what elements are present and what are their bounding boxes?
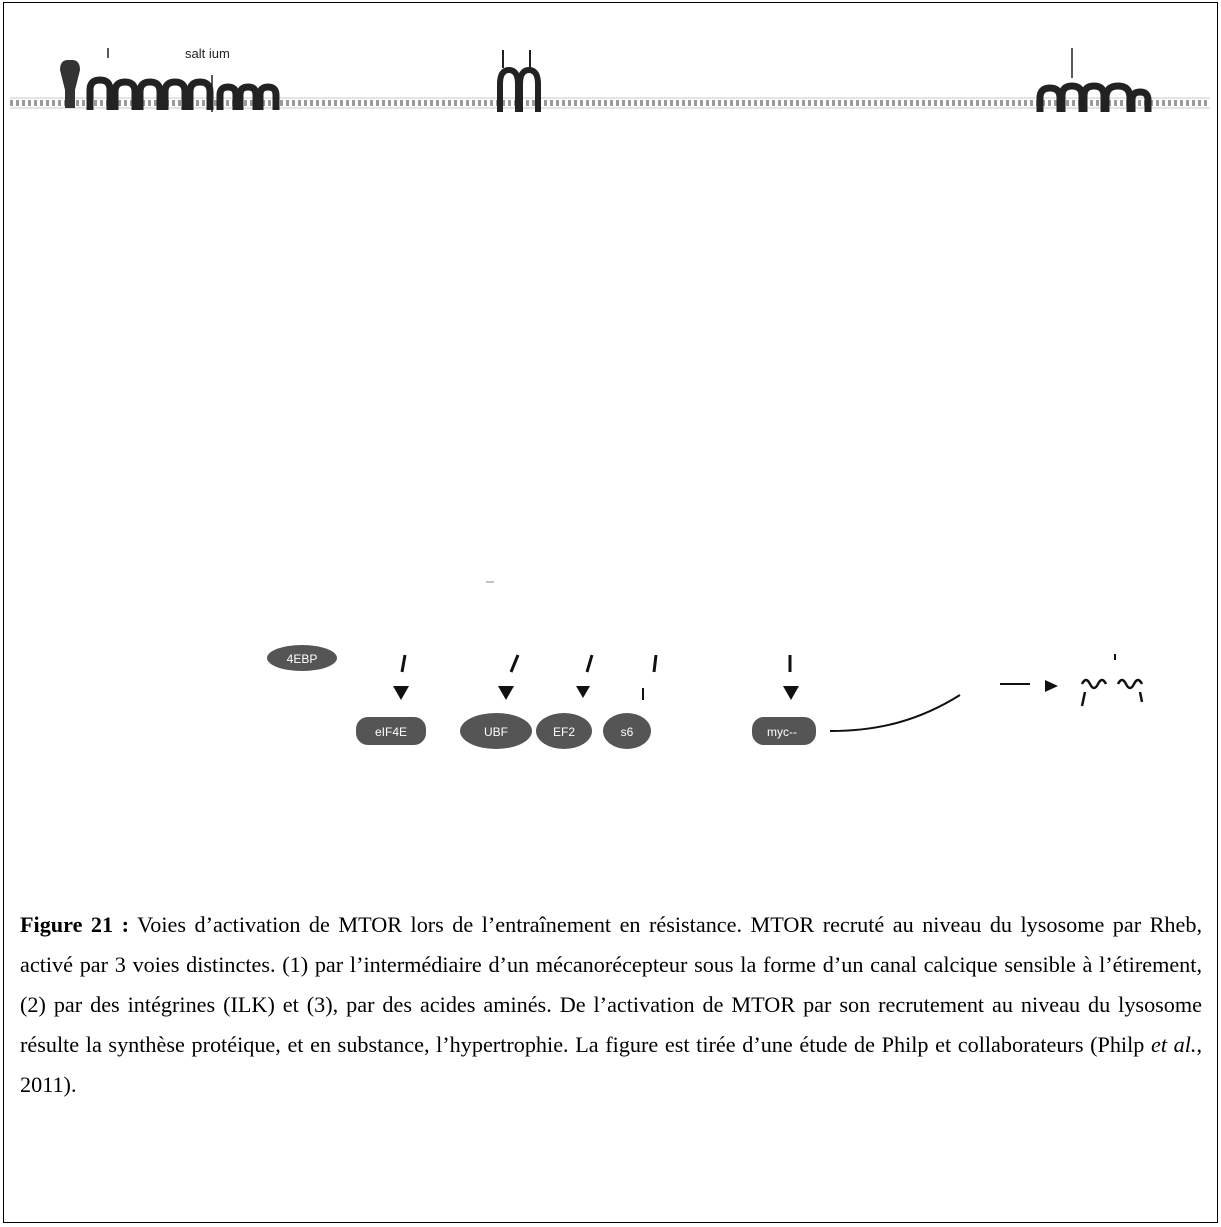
svg-text:UBF: UBF: [484, 725, 508, 739]
node-eif4e: eIF4E: [356, 717, 426, 745]
arrowheads: [393, 686, 799, 700]
caption-text-end: , 2011).: [20, 1032, 1202, 1097]
caption-etal: et al.: [1150, 1032, 1197, 1057]
integrin-receptor-icon: [497, 50, 541, 112]
membrane-fragment-label: salt ium: [185, 46, 230, 61]
node-s6: s6: [603, 713, 651, 749]
svg-text:EF2: EF2: [553, 725, 575, 739]
caption-text: Voies d’activation de MTOR lors de l’ent…: [20, 912, 1202, 1057]
svg-text:eIF4E: eIF4E: [375, 725, 407, 739]
arrow-stubs: [400, 654, 1116, 700]
figure-caption: Figure 21 : Voies d’activation de MTOR l…: [20, 905, 1202, 1105]
calcium-channel-icon: [60, 48, 280, 112]
node-myc: myc--: [752, 717, 816, 745]
mrna-fragment-icon: [1080, 678, 1144, 707]
transporter-icon: [1036, 48, 1152, 112]
node-ef2: EF2: [536, 713, 592, 749]
figure-frame: [3, 2, 1218, 1223]
connector-arrowhead: [1045, 680, 1058, 692]
pathway-figure: salt ium 4EBP: [10, 46, 1210, 749]
svg-text:4EBP: 4EBP: [287, 652, 318, 666]
myc-connector-curve: [829, 694, 961, 732]
node-4ebp: 4EBP: [267, 645, 337, 671]
svg-text:s6: s6: [621, 725, 634, 739]
svg-text:myc--: myc--: [767, 725, 797, 739]
caption-label: Figure 21 :: [20, 912, 129, 937]
node-ubf: UBF: [460, 713, 532, 749]
